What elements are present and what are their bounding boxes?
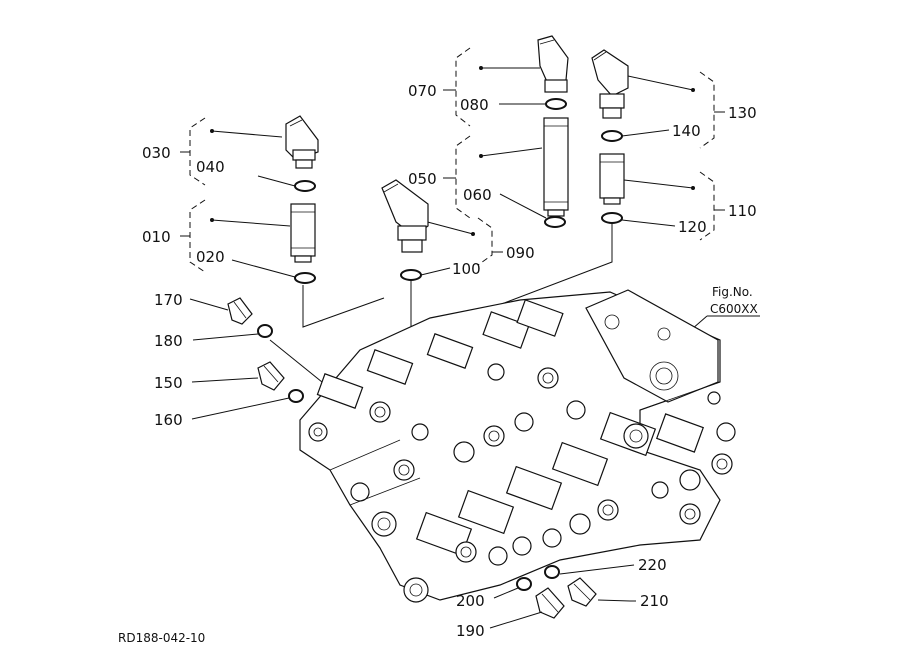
group-070-bracket [443, 47, 540, 127]
elbow-fitting-130 [591, 49, 629, 119]
o-ring-220 [544, 565, 560, 579]
callout-130: 130 [728, 104, 757, 122]
o-ring-180 [257, 324, 273, 338]
callout-200: 200 [456, 592, 485, 610]
callout-060: 060 [463, 186, 492, 204]
group-090-bracket [419, 217, 503, 266]
callout-140: 140 [672, 122, 701, 140]
callout-010: 010 [142, 228, 171, 246]
group-010-bracket [180, 199, 291, 273]
drawing-reference: RD188-042-10 [118, 631, 205, 645]
callout-040: 040 [196, 158, 225, 176]
plug-170 [227, 297, 253, 325]
group-110-bracket [623, 171, 725, 241]
straight-fitting-110 [599, 153, 625, 205]
o-ring-160 [288, 389, 304, 403]
leader-010-group [302, 285, 385, 328]
callout-020: 020 [196, 248, 225, 266]
fig-no-label: Fig.No. [712, 285, 753, 299]
leader-110-group [469, 224, 613, 317]
callout-080: 080 [460, 96, 489, 114]
callout-150: 150 [154, 374, 183, 392]
straight-fitting-010 [290, 203, 316, 263]
callout-220: 220 [638, 556, 667, 574]
callout-110: 110 [728, 202, 757, 220]
elbow-fitting-030 [285, 115, 319, 169]
callout-190: 190 [456, 622, 485, 640]
o-ring-100 [400, 269, 422, 281]
o-ring-140 [601, 130, 623, 142]
o-ring-040 [294, 180, 316, 192]
long-fitting-050 [543, 117, 569, 217]
group-130-bracket [627, 71, 725, 149]
o-ring-080 [545, 98, 567, 110]
callout-030: 030 [142, 144, 171, 162]
callout-160: 160 [154, 411, 183, 429]
callout-120: 120 [678, 218, 707, 236]
group-050-bracket [443, 135, 543, 219]
elbow-fitting-070 [537, 35, 569, 93]
fig-no-code: C600XX [710, 302, 758, 316]
callout-090: 090 [506, 244, 535, 262]
elbow-fitting-090 [381, 179, 429, 253]
plug-190 [535, 587, 565, 619]
o-ring-120 [601, 212, 623, 224]
plug-150 [257, 361, 285, 391]
o-ring-060 [544, 216, 566, 228]
group-030-bracket [180, 117, 283, 186]
control-valve-body [299, 289, 736, 603]
callout-170: 170 [154, 291, 183, 309]
o-ring-020 [294, 272, 316, 284]
o-ring-200 [516, 577, 532, 591]
callout-100: 100 [452, 260, 481, 278]
callout-180: 180 [154, 332, 183, 350]
callout-070: 070 [408, 82, 437, 100]
callout-050: 050 [408, 170, 437, 188]
plug-210 [567, 577, 597, 607]
callout-210: 210 [640, 592, 669, 610]
